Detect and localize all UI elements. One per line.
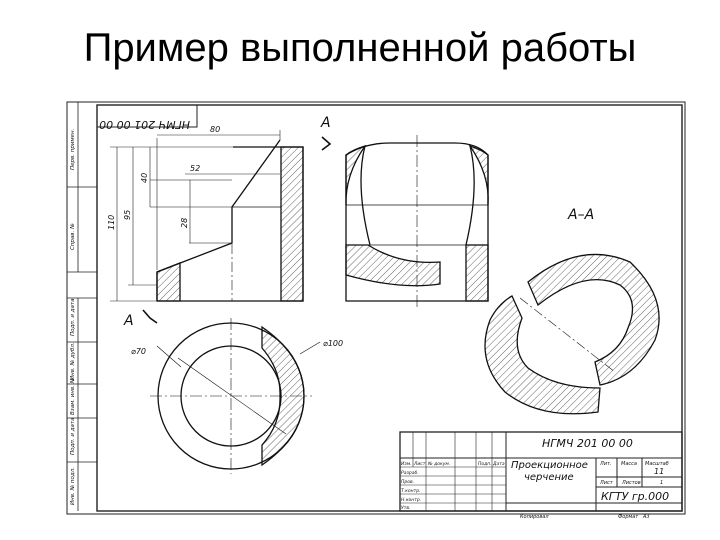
dim-phi100: ⌀100: [323, 339, 343, 348]
section-mark-top: А: [320, 115, 332, 151]
title-block-nkontr: Н.контр.: [401, 497, 421, 503]
dim-80: 80: [210, 125, 220, 134]
title-block-sheet: Лист: [599, 480, 614, 486]
title-block-lit: Лит.: [599, 461, 612, 467]
rotated-stamp-code: НГМЧ 201 00 00: [99, 118, 190, 131]
side-label-2: Подп. и дата: [70, 298, 76, 336]
dim-52: 52: [190, 164, 200, 173]
section-mark-top-letter: А: [320, 115, 331, 131]
title-block-scale-value: 11: [654, 467, 664, 476]
title-block-tkontr: Т.контр.: [401, 488, 421, 494]
front-dimensions: [110, 130, 281, 302]
side-label-1: Справ. №: [70, 223, 76, 250]
title-block-org: КГТУ гр.000: [601, 490, 669, 503]
dim-28: 28: [180, 218, 189, 228]
dim-95: 95: [123, 210, 132, 220]
title-block-izm: Изм.: [401, 461, 412, 467]
side-view: [345, 135, 489, 308]
title-block-data: Дата: [492, 461, 505, 467]
title-block-podp: Подп.: [478, 461, 492, 467]
title-block-ndoc: № докум.: [427, 461, 450, 467]
title-block-utv: Утв.: [401, 505, 410, 511]
slide-title: Пример выполненной работы: [83, 26, 637, 70]
side-label-0: Перв. примен.: [70, 128, 76, 170]
title-block-prov: Пров.: [401, 479, 414, 485]
title-block-list: Лист: [413, 461, 426, 467]
section-mark-bottom-letter: А: [123, 313, 134, 329]
dim-phi70: ⌀70: [131, 347, 146, 356]
title-block-name-1: Проекционное: [511, 460, 588, 471]
dim-110: 110: [107, 215, 116, 230]
title-block-code: НГМЧ 201 00 00: [542, 437, 633, 450]
section-label: А–А: [567, 207, 594, 223]
title-block-scale: Масштаб: [645, 461, 669, 467]
rotated-stamp-box: [96, 104, 198, 128]
title-block-format: Формат: [618, 514, 639, 520]
top-view: [150, 318, 321, 474]
title-block-sheets: Листов: [621, 480, 641, 486]
title-block-name-2: черчение: [524, 472, 574, 483]
title-block-format-value: А3: [642, 514, 650, 520]
title-block-copied: Копировал: [520, 514, 549, 520]
title-block-mass: Масса: [621, 461, 637, 467]
title-block-razrab: Разраб.: [401, 470, 419, 476]
dim-40: 40: [140, 173, 149, 183]
title-block-sheets-value: 1: [660, 480, 663, 486]
front-view: [150, 139, 304, 302]
side-label-5: Подп. и дата: [70, 417, 76, 455]
side-label-3: Инв. № дубл.: [70, 342, 76, 380]
section-mark-bottom: А: [123, 309, 158, 329]
side-label-4: Взам. инв. №: [70, 377, 76, 415]
side-strip: [67, 102, 97, 511]
side-label-6: Инв. № подл.: [70, 467, 76, 505]
section-a-a: [484, 253, 660, 415]
sheet-outer-frame: [66, 101, 686, 515]
sheet-inner-frame: [96, 104, 683, 512]
title-block: [399, 431, 683, 512]
